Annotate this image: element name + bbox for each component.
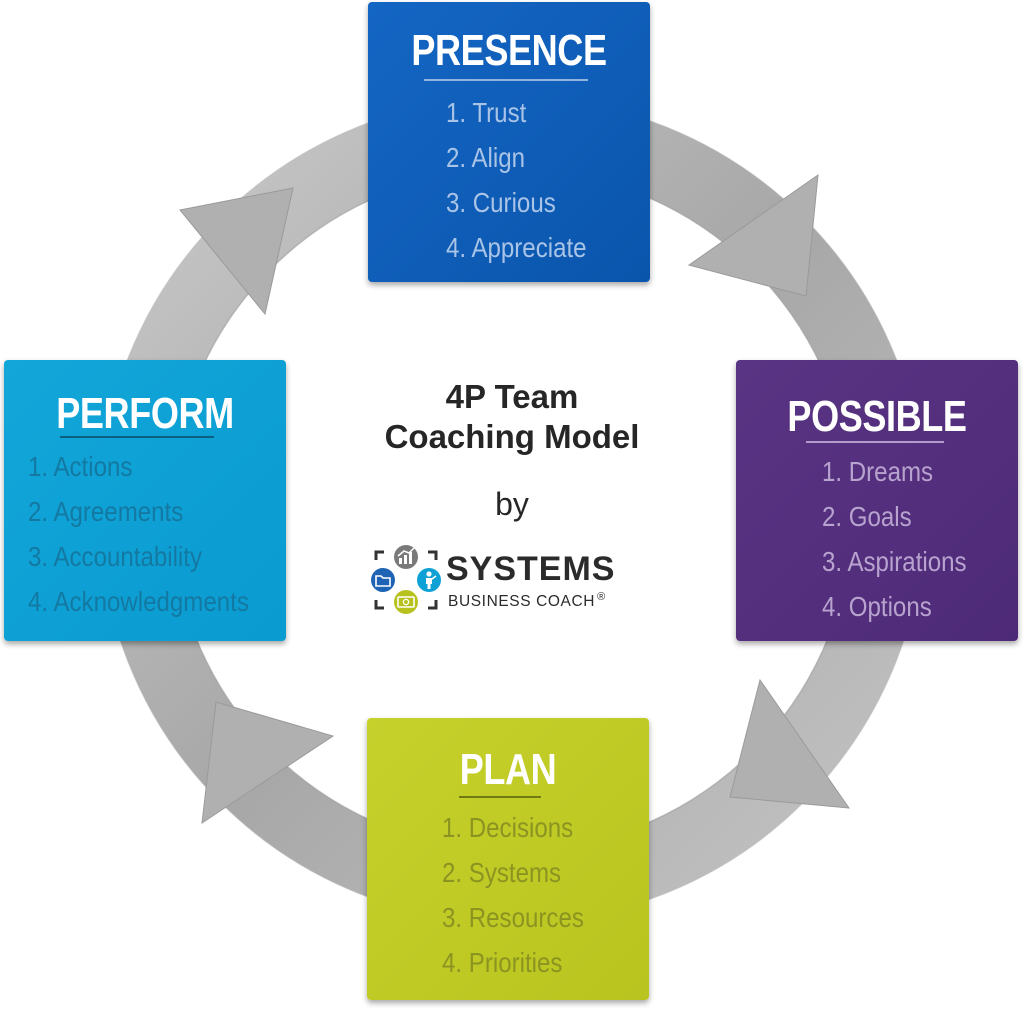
- arrow-head-bottom-right: [729, 678, 851, 809]
- list-item: 1. Trust: [446, 97, 527, 128]
- folder-icon: [371, 568, 395, 592]
- list-item: 1. Decisions: [442, 812, 574, 843]
- stage-title: POSSIBLE: [787, 392, 967, 441]
- stage-items: 1. Actions 2. Agreements 3. Accountabili…: [28, 444, 285, 624]
- money-icon: [394, 590, 418, 614]
- model-title-line1: 4P Team: [445, 378, 579, 415]
- title-underline: [459, 796, 541, 798]
- stage-possible: POSSIBLE 1. Dreams 2. Goals 3. Aspiratio…: [736, 360, 1018, 641]
- stage-perform: PERFORM 1. Actions 2. Agreements 3. Acco…: [4, 360, 286, 641]
- title-underline: [424, 79, 588, 81]
- list-item: 1. Actions: [28, 451, 133, 482]
- by-label: by: [495, 486, 529, 522]
- list-item: 2. Goals: [822, 501, 912, 532]
- stage-plan: PLAN 1. Decisions 2. Systems 3. Resource…: [367, 718, 649, 1000]
- logo-subtitle: BUSINESS COACH®: [448, 592, 606, 610]
- stage-title: PRESENCE: [411, 26, 607, 75]
- list-item: 3. Aspirations: [822, 546, 967, 577]
- registered-mark: ®: [597, 591, 606, 603]
- list-item: 3. Curious: [446, 187, 556, 218]
- list-item: 3. Resources: [442, 902, 584, 933]
- arrow-head-top-right: [687, 173, 819, 297]
- logo-mark: [371, 545, 441, 614]
- model-title: 4P Team Coaching Model: [330, 377, 694, 457]
- list-item: 3. Accountability: [28, 541, 203, 572]
- list-item: 4. Priorities: [442, 947, 563, 978]
- systems-business-coach-logo: SYSTEMS BUSINESS COACH®: [366, 540, 642, 620]
- stage-items: 1. Decisions 2. Systems 3. Resources 4. …: [442, 805, 607, 985]
- chart-icon: [394, 545, 418, 569]
- stage-presence: PRESENCE 1. Trust 2. Align 3. Curious 4.…: [368, 2, 650, 282]
- stage-title: PERFORM: [56, 389, 234, 438]
- logo-subtitle-text: BUSINESS COACH: [448, 593, 596, 611]
- list-item: 4. Options: [822, 591, 932, 622]
- stage-items: 1. Dreams 2. Goals 3. Aspirations 4. Opt…: [822, 449, 990, 629]
- stage-items: 1. Trust 2. Align 3. Curious 4. Apprecia…: [446, 90, 609, 270]
- stage-title: PLAN: [459, 745, 557, 794]
- arrow-head-top-left: [179, 187, 294, 316]
- list-item: 2. Systems: [442, 857, 562, 888]
- person-icon: [417, 568, 441, 592]
- list-item: 2. Align: [446, 142, 525, 173]
- arrow-head-bottom-left: [201, 701, 335, 825]
- list-item: 1. Dreams: [822, 456, 934, 487]
- title-underline: [806, 441, 944, 443]
- title-underline: [60, 436, 214, 438]
- list-item: 2. Agreements: [28, 496, 184, 527]
- logo-name: SYSTEMS: [446, 550, 616, 588]
- list-item: 4. Appreciate: [446, 232, 587, 263]
- model-title-line2: Coaching Model: [384, 418, 640, 455]
- list-item: 4. Acknowledgments: [28, 586, 249, 617]
